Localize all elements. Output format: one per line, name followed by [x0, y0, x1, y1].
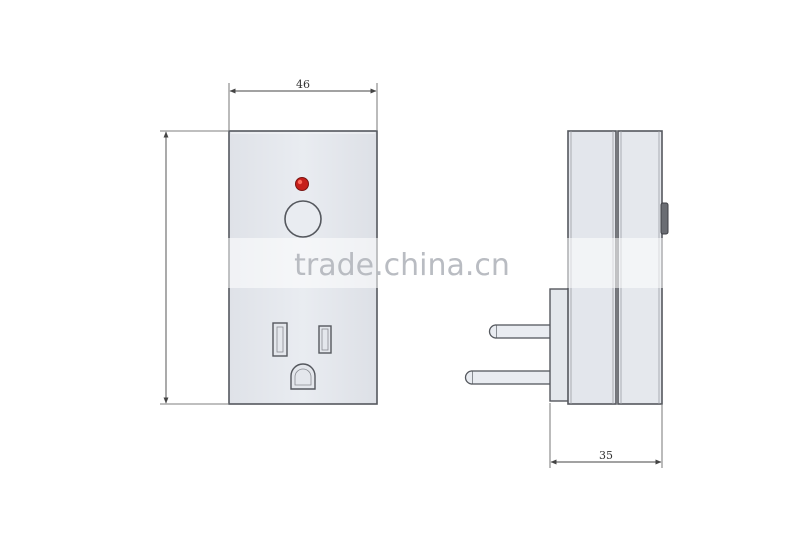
side-button-protrusion	[660, 202, 669, 235]
front-height-dimension	[160, 130, 228, 405]
side-depth-dimension: 35	[549, 403, 663, 468]
front-width-dimension: 46	[228, 78, 378, 130]
outlet-ground-hole	[290, 363, 316, 390]
indicator-led-icon	[295, 177, 309, 191]
outlet-icon	[272, 322, 332, 390]
outlet-slot-right	[318, 325, 332, 354]
watermark-text: trade.china.cn	[294, 248, 510, 283]
front-width-label: 46	[296, 78, 310, 91]
round-push-button-icon	[284, 200, 322, 238]
side-depth-label: 35	[599, 449, 613, 462]
outlet-slot-left	[272, 322, 288, 357]
watermark: trade.china.cn	[200, 238, 700, 288]
plug-prongs	[464, 324, 552, 385]
plug-base	[549, 288, 570, 402]
side-view: 35	[464, 130, 669, 468]
